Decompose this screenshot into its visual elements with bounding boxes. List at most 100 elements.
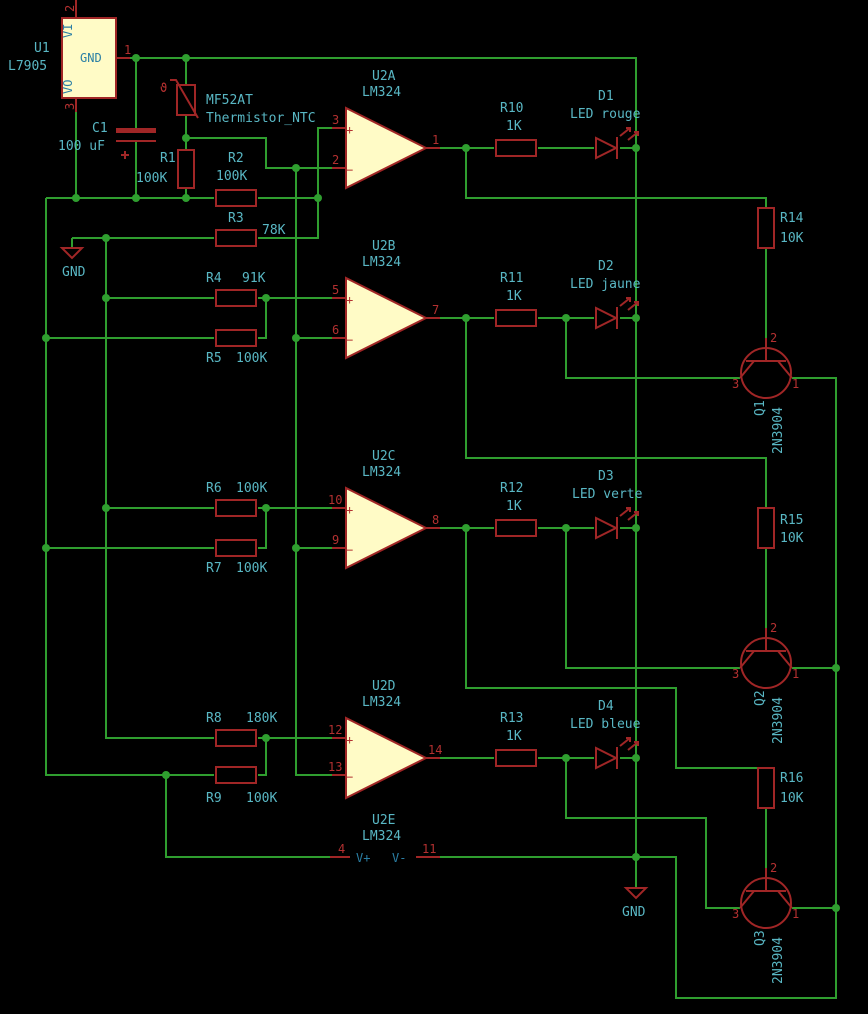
opamp-u2e-power[interactable]: U2E LM324 V+ V- 4 11: [330, 813, 440, 865]
opamp-u2c[interactable]: + − 10 9 8 U2C LM324: [328, 449, 440, 570]
led-d4[interactable]: D4 LED bleue: [570, 699, 641, 770]
r5-value: 100K: [236, 351, 267, 366]
led-d3[interactable]: D3 LED verte: [572, 469, 643, 540]
u1-pin-vi-label: VI: [61, 24, 75, 38]
r8-value: 180K: [246, 711, 277, 726]
r6-value: 100K: [236, 481, 267, 496]
q3-ref: Q3: [753, 930, 768, 946]
sense-bus-wire: [295, 168, 340, 776]
r6-ref: R6: [206, 481, 222, 496]
r8r9-node: [258, 738, 267, 776]
resistor-r12[interactable]: R12 1K: [495, 481, 537, 537]
transistor-q3[interactable]: 2 3 1 Q3 2N3904: [732, 861, 799, 984]
u2a-plus-sign: +: [346, 123, 353, 137]
r14-value: 10K: [780, 231, 804, 246]
u2e-value: LM324: [362, 829, 401, 844]
q1-pin-b: 2: [770, 331, 777, 345]
u2c-plus-sign: +: [346, 503, 353, 517]
gnd-bus-left: [105, 238, 214, 739]
u2c-pin-out: 8: [432, 513, 439, 527]
resistor-r14[interactable]: R14 10K: [757, 207, 804, 249]
u2e-pin11: 11: [422, 842, 436, 856]
r12-ref: R12: [500, 481, 523, 496]
resistor-r8[interactable]: R8 180K: [206, 711, 277, 747]
r6r7-node: [258, 508, 267, 549]
resistor-r4[interactable]: R4 91K: [206, 271, 266, 307]
led-d2[interactable]: D2 LED jaune: [570, 259, 641, 330]
resistor-r5[interactable]: R5 100K: [206, 329, 267, 366]
u2c-ref: U2C: [372, 449, 395, 464]
u2a-pin-plus: 3: [332, 113, 339, 127]
regulator-u1[interactable]: GND VI VO 1 2 3 U1 L7905: [8, 0, 131, 112]
u2b-pin-out: 7: [432, 303, 439, 317]
r3-ref: R3: [228, 211, 244, 226]
transistor-q1[interactable]: 2 3 1 Q1 2N3904: [732, 331, 799, 454]
opamp-u2a[interactable]: + − 3 2 1 U2A LM324: [332, 69, 440, 190]
capacitor-c1[interactable]: C1 100 uF: [58, 121, 156, 159]
u1-pin3-num: 3: [63, 103, 77, 110]
thermistor-value: Thermistor_NTC: [206, 111, 316, 126]
resistor-r6[interactable]: R6 100K: [206, 481, 267, 517]
resistor-r7[interactable]: R7 100K: [206, 539, 267, 576]
r5-ref: R5: [206, 351, 222, 366]
r14-ref: R14: [780, 211, 804, 226]
resistor-r13[interactable]: R13 1K: [495, 711, 537, 767]
q1-pin-e: 3: [732, 377, 739, 391]
q3-emitter-wire: [565, 758, 740, 909]
q3-pin-b: 2: [770, 861, 777, 875]
q3-value: 2N3904: [771, 937, 786, 984]
resistor-r10[interactable]: R10 1K: [495, 101, 537, 157]
thermistor-ref: MF52AT: [206, 93, 253, 108]
u2a-value: LM324: [362, 85, 401, 100]
u2a-minus-sign: −: [346, 163, 353, 177]
u2b-plus-sign: +: [346, 293, 353, 307]
q2-pin-e: 3: [732, 667, 739, 681]
r12-value: 1K: [506, 499, 522, 514]
u2a-r14-wire: [465, 148, 767, 208]
r13-ref: R13: [500, 711, 523, 726]
resistor-r15[interactable]: R15 10K: [757, 507, 804, 549]
thermistor-ntc[interactable]: ϑ MF52AT Thermistor_NTC: [160, 79, 316, 126]
u2d-pin-out: 14: [428, 743, 442, 757]
resistor-r1[interactable]: R1 100K: [136, 149, 195, 189]
u1-pin-gnd-label: GND: [80, 51, 102, 65]
u1-value: L7905: [8, 59, 47, 74]
led-d1[interactable]: D1 LED rouge: [570, 89, 641, 160]
r16-ref: R16: [780, 771, 803, 786]
c1-ref: C1: [92, 121, 108, 136]
u2d-pin-plus: 12: [328, 723, 342, 737]
u2c-minus-sign: −: [346, 543, 353, 557]
opamp-u2d[interactable]: + − 12 13 14 U2D LM324: [328, 679, 442, 800]
u2c-value: LM324: [362, 465, 401, 480]
u2a-plus-wire: [258, 127, 340, 199]
junctions: [42, 54, 840, 912]
q1-pin-c: 1: [792, 377, 799, 391]
d1-ref: D1: [598, 89, 614, 104]
u1-pin-vo-label: VO: [61, 80, 75, 94]
r9-value: 100K: [246, 791, 277, 806]
r16-value: 10K: [780, 791, 804, 806]
resistor-r11[interactable]: R11 1K: [495, 271, 537, 327]
vminus-feed-wire: [165, 775, 340, 858]
r4-value: 91K: [242, 271, 266, 286]
u2c-pin-minus: 9: [332, 533, 339, 547]
u2b-ref: U2B: [372, 239, 396, 254]
r3-value: 78K: [262, 223, 286, 238]
u2d-pin-minus: 13: [328, 760, 342, 774]
q2-ref: Q2: [753, 690, 768, 706]
r4r5-node: [258, 298, 267, 339]
u2d-plus-sign: +: [346, 733, 353, 747]
d2-ref: D2: [598, 259, 614, 274]
resistor-r9[interactable]: R9 100K: [206, 766, 277, 806]
q1-value: 2N3904: [771, 407, 786, 454]
transistor-q2[interactable]: 2 3 1 Q2 2N3904: [732, 621, 799, 744]
u2b-pin-minus: 6: [332, 323, 339, 337]
opamp-u2b[interactable]: + − 5 6 7 U2B LM324: [332, 239, 440, 360]
d3-value: LED verte: [572, 487, 643, 502]
u2d-minus-sign: −: [346, 770, 353, 784]
resistor-r16[interactable]: R16 10K: [757, 767, 804, 809]
r8-ref: R8: [206, 711, 222, 726]
resistor-r3[interactable]: R3 78K: [215, 211, 286, 247]
resistor-r2[interactable]: R2 100K: [215, 151, 257, 207]
